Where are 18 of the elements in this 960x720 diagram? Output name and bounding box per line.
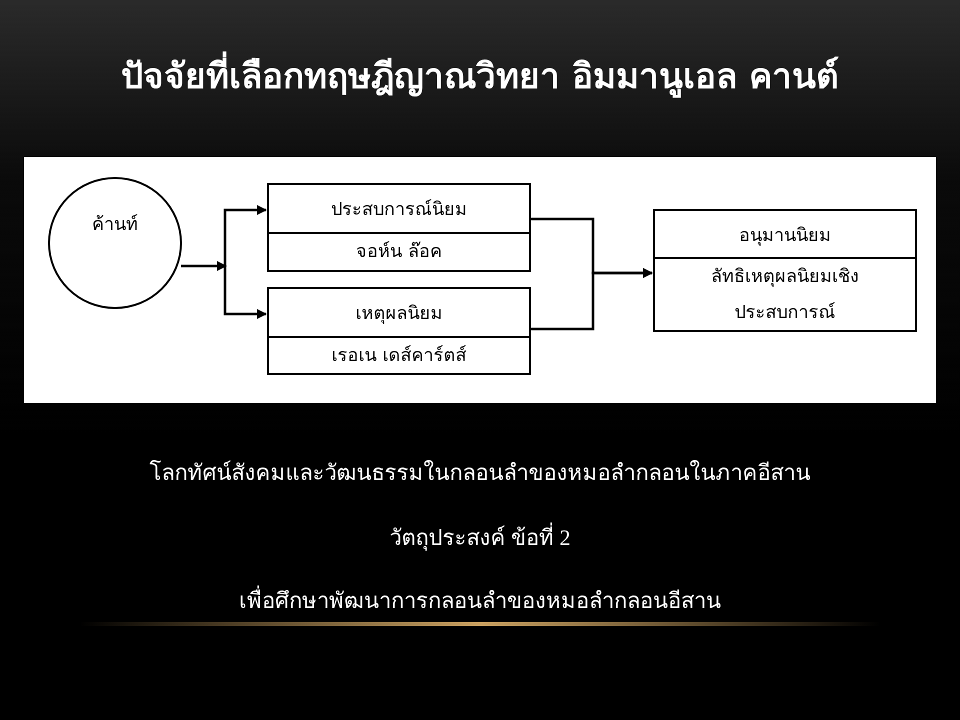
concept-box: [653, 209, 917, 332]
concept-box: [267, 287, 531, 375]
arrow: [224, 205, 267, 266]
caption-line: เพื่อศึกษาพัฒนาการกลอนลำของหมอลำกลอนอีสาน: [0, 583, 960, 618]
box-text: จอห์น ล๊อค: [356, 240, 442, 264]
box-heading: อนุมานนิยม: [739, 224, 831, 248]
node-text: ค้านท์: [92, 212, 138, 236]
arrow: [224, 266, 267, 319]
arrow: [181, 261, 227, 271]
concept-box: [267, 183, 531, 272]
caption-line: วัตถุประสงค์ ข้อที่ 2: [0, 520, 960, 555]
box-heading: เหตุผลนิยม: [356, 302, 442, 326]
arrow: [531, 268, 653, 330]
slide-title: ปัจจัยที่เลือกทฤษฎีญาณวิทยา อิมมานูเอล คานต์: [0, 48, 960, 103]
box-text: ลัทธิเหตุผลนิยมเชิงประสบการณ์: [710, 265, 860, 325]
box-heading: ประสบการณ์นิยม: [331, 198, 467, 222]
caption-line: โลกทัศน์สังคมและวัฒนธรรมในกลอนลำของหมอลำกลอนในภาคอีสาน: [148, 459, 812, 487]
box-text: เรอเน เดส์คาร์ตส์: [332, 344, 466, 368]
